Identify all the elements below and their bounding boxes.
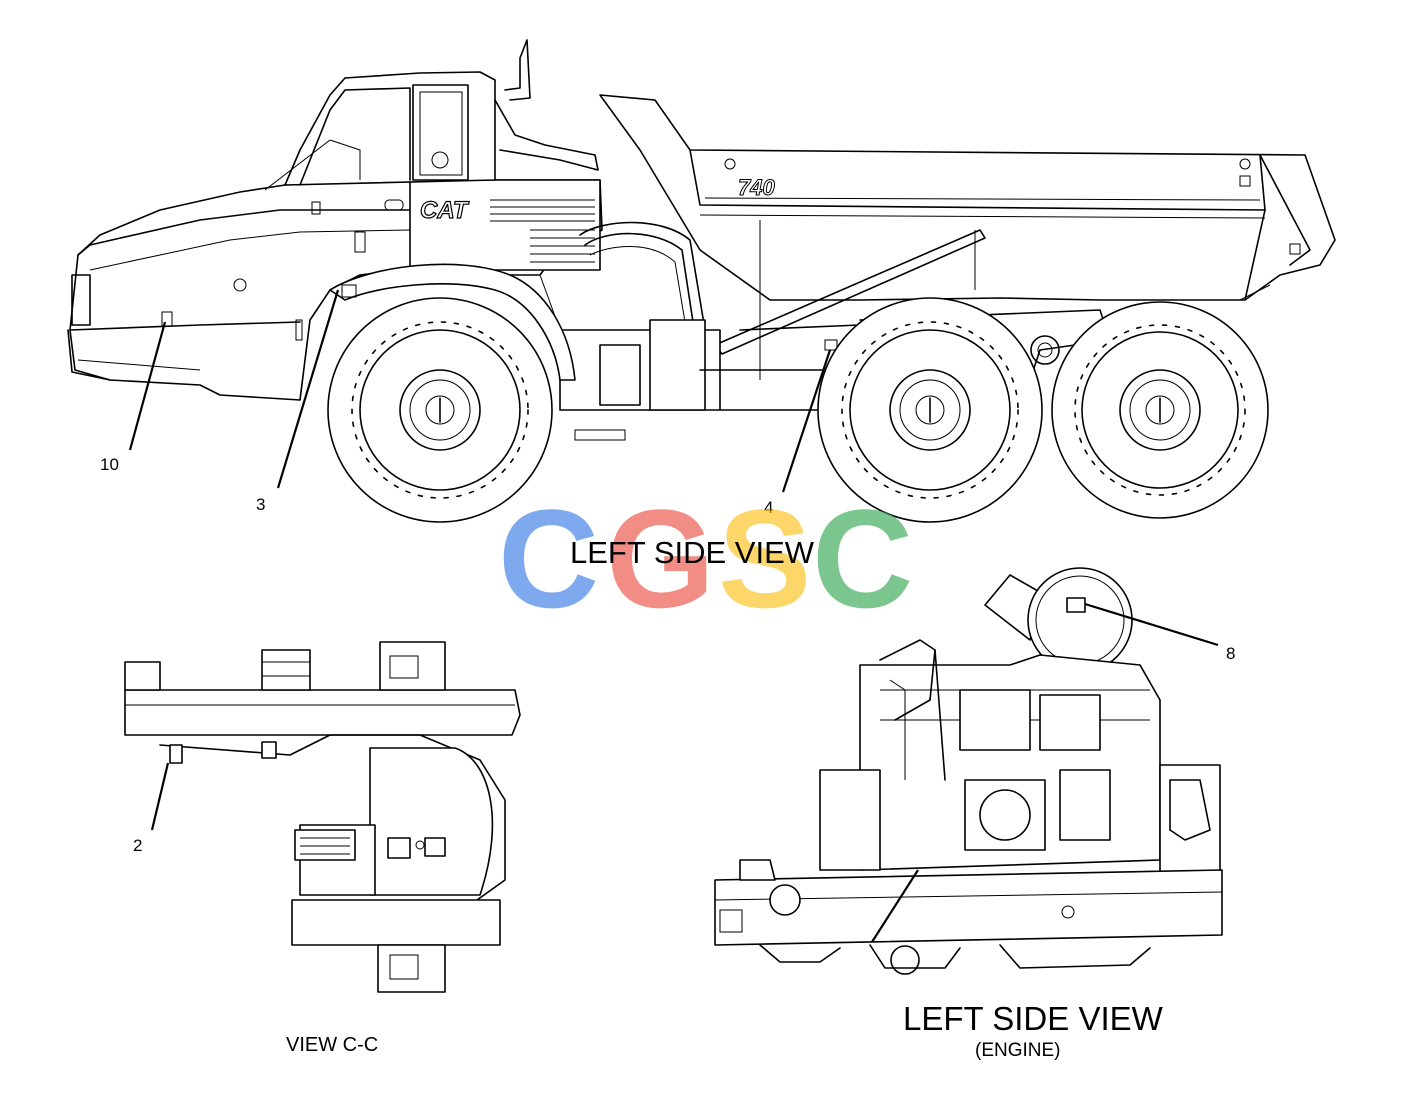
model-decal: 740 (738, 175, 775, 200)
callout-10: 10 (100, 455, 119, 474)
callout-8: 8 (1226, 644, 1236, 663)
watermark-letter-4: C (812, 480, 914, 637)
callout-2: 2 (133, 836, 143, 855)
front-wheel (327, 297, 553, 523)
fender-decal (341, 284, 357, 298)
cab (264, 39, 599, 191)
watermark-letter-1: C (498, 480, 600, 637)
rear-wheel (1051, 301, 1269, 519)
dump-body: 740 (599, 94, 1336, 380)
truck-drawing: 740 CAT (67, 39, 1336, 523)
engine-leader (871, 869, 919, 943)
section-view-title: VIEW C-C (286, 1034, 379, 1056)
engine-view-title: LEFT SIDE VIEW (903, 1000, 1163, 1037)
engine-drawing (714, 567, 1223, 975)
watermark-letter-2: G (606, 480, 715, 637)
brand-decal: CAT (420, 197, 470, 224)
tractor-body: CAT (67, 179, 603, 401)
leader-4 (781, 349, 832, 493)
section-view-drawing (124, 641, 521, 993)
watermark-letter-3: S (718, 480, 812, 637)
frame-hitch (539, 221, 1111, 441)
middle-wheel (817, 297, 1043, 523)
leader-10 (128, 321, 167, 451)
sensor-2 (169, 744, 183, 764)
engine-view-subtitle: (ENGINE) (975, 1040, 1061, 1061)
callout-3: 3 (256, 495, 266, 514)
leader-3 (276, 289, 340, 489)
truck-view-title: LEFT SIDE VIEW (570, 535, 815, 570)
leader-2 (150, 762, 170, 831)
air-cleaner-decal (1066, 597, 1086, 613)
callout-4: 4 (764, 498, 774, 517)
front-fender (329, 263, 576, 381)
leader-8 (1084, 602, 1219, 647)
